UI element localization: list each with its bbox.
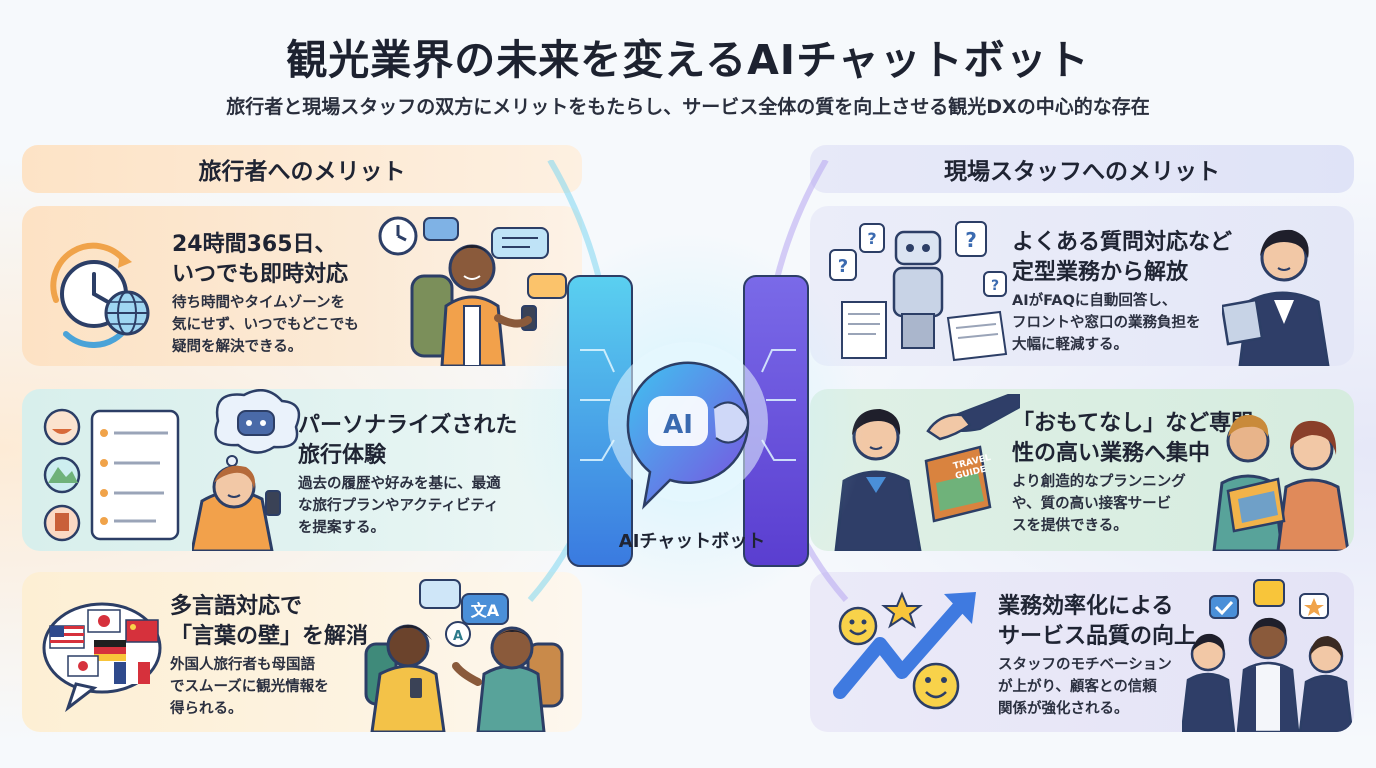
card-desc-line: より創造的なプランニング <box>1012 474 1186 490</box>
page-title: 観光業界の未来を変えるAIチャットボット <box>286 36 1090 84</box>
robot-icon: ? ? ? ? <box>829 221 1008 362</box>
staff-benefits-heading: 現場スタッフへのメリット <box>810 145 1354 193</box>
card-title-line: 24時間365日、 <box>172 232 337 257</box>
card-desc-line: な旅行プランやアクティビティ <box>298 498 499 514</box>
card-desc-line: スタッフのモチベーション <box>998 657 1172 673</box>
star-icon <box>881 591 923 629</box>
svg-text:?: ? <box>991 278 999 294</box>
question-mark-icon <box>983 271 1007 297</box>
travelers-talking: 文A A <box>364 579 564 732</box>
ai-chatbot-label: AIチャットボット <box>618 531 766 552</box>
flag-usa <box>49 625 85 649</box>
card-desc-line: 関係が強化される。 <box>998 701 1129 717</box>
flag-china <box>125 619 159 643</box>
card-title-line: 性の高い業務へ集中 <box>1012 441 1211 466</box>
card-desc-line: 気にせず、いつでもどこでも <box>172 317 359 333</box>
card-title-line: 業務効率化による <box>998 594 1174 619</box>
flag-germany <box>94 640 126 661</box>
robot-thought-bubble <box>192 389 301 551</box>
card-desc-line: を提案する。 <box>298 520 385 536</box>
card-desc-line: 疑問を解決できる。 <box>172 339 303 355</box>
card-title-line: よくある質問対応など <box>1012 230 1233 255</box>
itinerary-list-icon <box>43 408 180 542</box>
card-title-line: パーソナライズされた <box>298 413 518 438</box>
ai-chatbot-graphic: AI <box>510 160 866 612</box>
flag-france <box>114 662 150 684</box>
card-title-line: 定型業務から解放 <box>1012 260 1189 285</box>
page-subtitle: 旅行者と現場スタッフの双方にメリットをもたらし、サービス全体の質を向上させる観光… <box>226 96 1150 118</box>
card-desc-line: フロントや窓口の業務負担を <box>1012 315 1201 331</box>
card-title-line: 「おもてなし」など専門 <box>1012 411 1254 436</box>
card-desc-line: 大幅に軽減する。 <box>1012 337 1128 353</box>
card-desc-line: スを提供できる。 <box>1012 518 1128 534</box>
staff-with-tablet <box>1222 229 1330 366</box>
card-desc-line: 得られる。 <box>170 701 243 717</box>
card-title-line: いつでも即時対応 <box>172 262 349 287</box>
card-title-line: 旅行体験 <box>298 443 387 468</box>
staff-team <box>1182 579 1352 732</box>
svg-text:?: ? <box>867 229 876 248</box>
traveler-benefits-heading: 旅行者へのメリット <box>22 145 582 193</box>
flags-speech-bubble <box>42 602 162 713</box>
benefit-card-24h-support: 24時間365日、 いつでも即時対応 待ち時間やタイムゾーンを 気にせず、いつで… <box>22 206 582 366</box>
question-mark-icon <box>955 221 987 257</box>
smile-emoji-icon <box>838 606 878 646</box>
flag-korea <box>67 655 99 677</box>
globe-icon <box>104 290 150 336</box>
benefit-card-service-quality: 業務効率化による サービス品質の向上 スタッフのモチベーション が上がり、顧客と… <box>810 572 1354 732</box>
svg-text:?: ? <box>965 228 977 252</box>
translate-latin: A <box>453 629 463 644</box>
ai-bubble-text: AI <box>663 410 693 440</box>
card-title-line: 多言語対応で <box>170 594 303 619</box>
couple-reading-guide <box>1212 414 1350 551</box>
translate-glyph: 文A <box>471 601 500 620</box>
card-desc-line: AIがFAQに自動回答し、 <box>1012 293 1177 309</box>
food-icon <box>43 408 81 446</box>
card-desc-line: でスムーズに観光情報を <box>170 679 329 695</box>
question-mark-icon <box>859 223 885 253</box>
benefit-card-omotenashi: TRAVEL GUIDE 「おもてなし」など専門 性の高い業務へ集中 より創造的… <box>810 389 1354 551</box>
card-desc-line: が上がり、顧客との信頼 <box>998 679 1157 695</box>
staff-with-guidebook: TRAVEL GUIDE <box>834 394 1020 551</box>
benefit-card-personalized-travel: パーソナライズされた 旅行体験 過去の履歴や好みを基に、最適 な旅行プランやアク… <box>22 389 582 551</box>
translate-bubble-icon <box>461 593 509 625</box>
card-desc-line: 過去の履歴や好みを基に、最適 <box>298 476 501 492</box>
benefit-card-multilingual: 多言語対応で 「言葉の壁」を解消 外国人旅行者も母国語 でスムーズに観光情報を … <box>22 572 582 732</box>
growth-arrow-icon <box>833 591 976 710</box>
card-desc-line: 外国人旅行者も母国語 <box>170 657 315 673</box>
question-mark-icon <box>829 249 857 281</box>
card-title-line: 「言葉の壁」を解消 <box>170 624 369 649</box>
thumbs-up-icon <box>1253 579 1285 607</box>
flag-japan <box>87 609 121 633</box>
svg-text:?: ? <box>838 256 848 277</box>
card-desc-line: 待ち時間やタイムゾーンを <box>172 295 345 311</box>
benefit-card-routine-tasks: ? ? ? ? よくある質問対応など 定型業務から解放 AIがFAQに自動回答し… <box>810 206 1354 366</box>
card-title-line: サービス品質の向上 <box>998 624 1197 649</box>
card-desc-line: や、質の高い接客サービ <box>1012 496 1172 512</box>
traveler-with-phone <box>378 216 567 366</box>
brain-icon <box>713 401 749 444</box>
smile-emoji-icon <box>912 662 960 710</box>
